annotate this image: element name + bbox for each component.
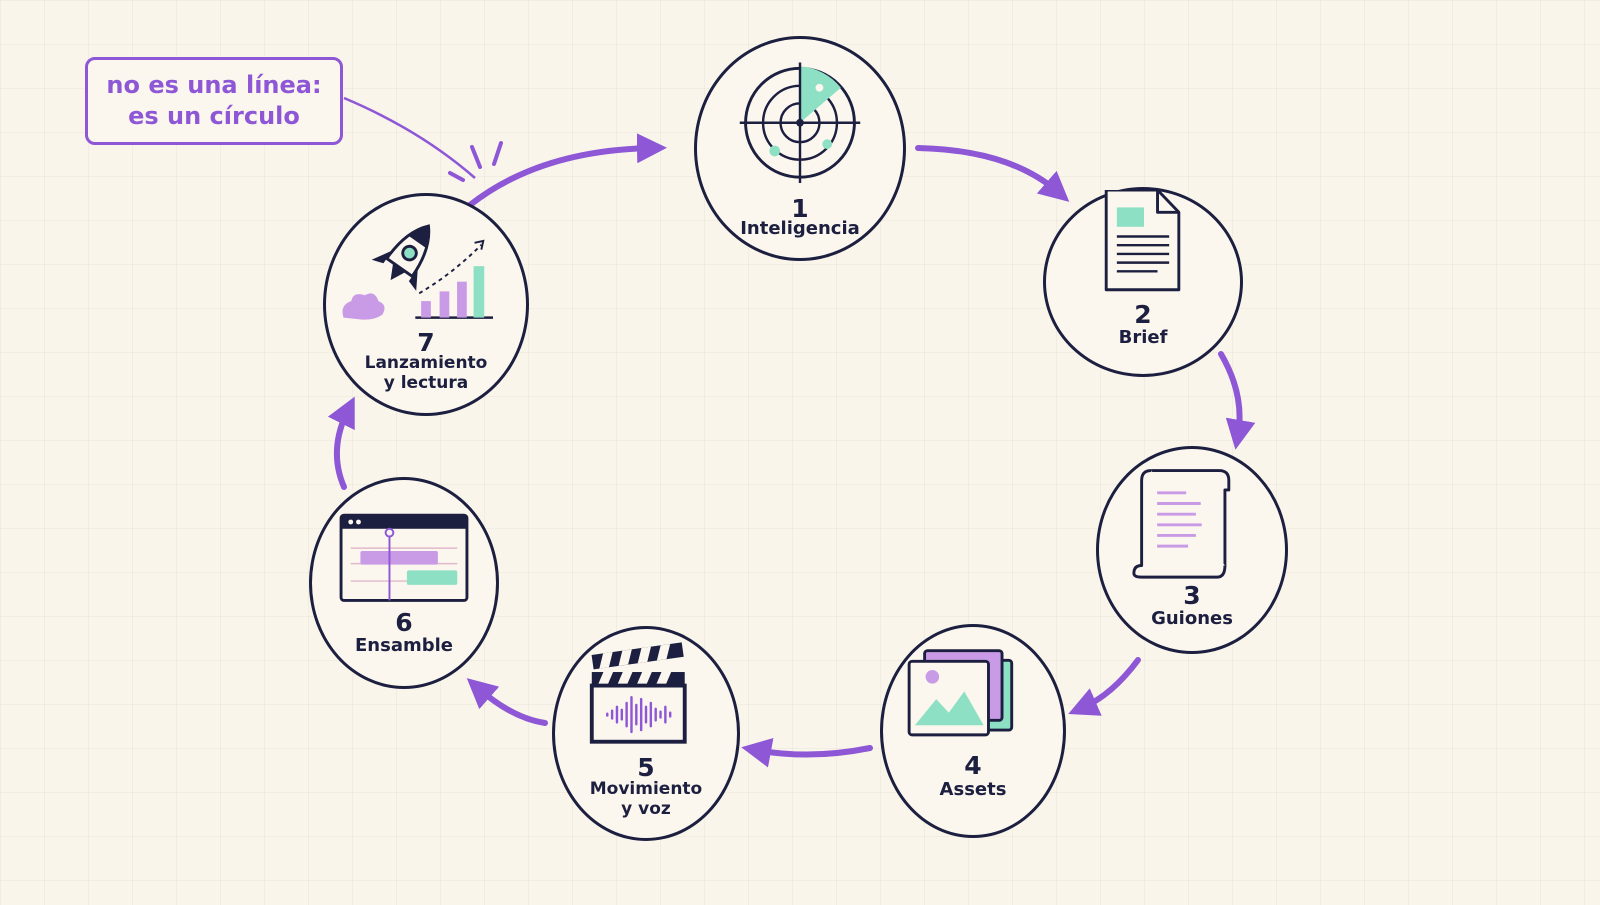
step-3-number: 3 <box>1183 581 1201 610</box>
image-stack-icon <box>907 649 1014 737</box>
step-6-ensamble: 6 Ensamble <box>309 477 499 689</box>
callout-pointer <box>343 96 476 179</box>
clapperboard-audio-icon <box>589 642 687 744</box>
step-2-number: 2 <box>1134 300 1152 329</box>
arrow-7-to-1 <box>467 133 667 208</box>
step-4-label: Assets <box>939 779 1007 800</box>
step-6-number: 6 <box>395 608 413 637</box>
rocket-chart-icon <box>342 224 493 320</box>
arrow-2-to-3 <box>1218 351 1256 450</box>
radar-icon <box>739 62 861 183</box>
step-4-assets: 4 Assets <box>880 624 1066 838</box>
callout-line-2: es un círculo <box>128 102 300 130</box>
step-5-number: 5 <box>637 753 655 782</box>
step-6-label: Ensamble <box>355 635 453 656</box>
step-3-guiones: 3 Guiones <box>1096 446 1288 654</box>
step-7-number: 7 <box>417 328 435 357</box>
callout-note: no es una línea: es un círculo <box>85 57 343 145</box>
arrow-1-to-2 <box>915 145 1070 202</box>
step-1-inteligencia: 1 Inteligencia <box>694 36 906 261</box>
step-2-brief: 2 Brief <box>1043 187 1243 377</box>
step-5-label-line-1: Movimiento <box>589 779 703 799</box>
timeline-editor-icon <box>339 513 469 602</box>
script-scroll-icon <box>1132 469 1231 579</box>
arrow-6-to-7 <box>327 396 355 490</box>
callout-line-1: no es una línea: <box>106 71 322 99</box>
step-3-label: Guiones <box>1151 608 1233 629</box>
arrow-3-to-4 <box>1068 657 1141 716</box>
document-icon <box>1104 190 1181 292</box>
step-2-label: Brief <box>1118 327 1168 348</box>
step-7-lanzamiento-y-lectura: 7 Lanzamiento y lectura <box>323 193 529 416</box>
step-7-label-line-2: y lectura <box>383 373 469 393</box>
step-5-label-line-2: y voz <box>621 799 671 819</box>
step-4-number: 4 <box>964 751 982 780</box>
step-1-number: 1 <box>791 194 809 223</box>
step-1-label: Inteligencia <box>740 218 860 239</box>
arrow-5-to-6 <box>466 678 548 726</box>
spark-marks <box>448 141 503 182</box>
arrow-4-to-5 <box>741 737 873 768</box>
step-7-label-line-1: Lanzamiento <box>364 353 488 373</box>
step-5-movimiento-y-voz: 5 Movimiento y voz <box>552 626 740 841</box>
